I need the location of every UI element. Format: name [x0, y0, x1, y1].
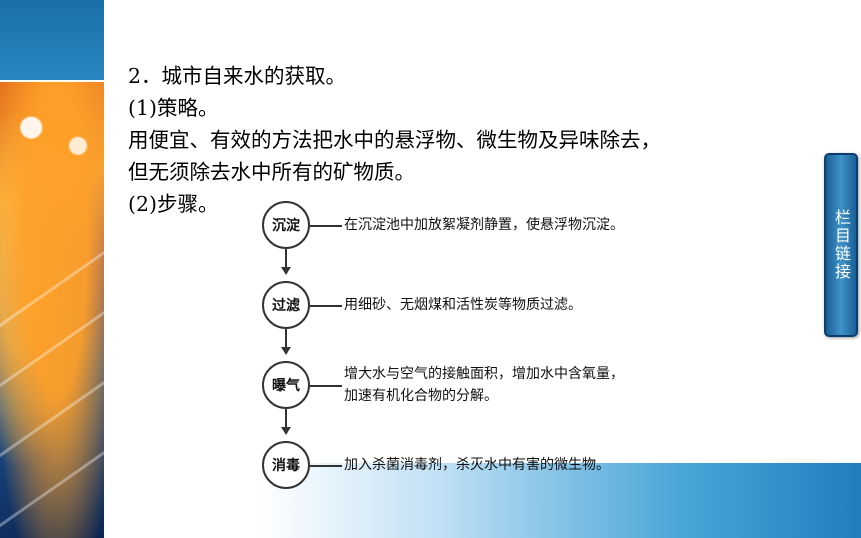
- bottom-decorative-bar: [260, 463, 861, 538]
- left-decoration: [0, 0, 104, 538]
- step-description: 增大水与空气的接触面积，增加水中含氧量， 加速有机化合物的分解。: [344, 363, 624, 407]
- section-steps-title: (2)步骤。: [128, 192, 219, 216]
- step-description-line1: 增大水与空气的接触面积，增加水中含氧量，: [344, 366, 624, 382]
- step-description: 加入杀菌消毒剂，杀灭水中有害的微生物。: [344, 457, 610, 473]
- flow-line: [285, 409, 287, 429]
- connector-line: [310, 385, 342, 387]
- column-link-button[interactable]: 栏目链接: [824, 153, 858, 337]
- main-content: 2．城市自来水的获取。 (1)策略。 用便宜、有效的方法把水中的悬浮物、微生物及…: [128, 60, 818, 220]
- connector-line: [310, 305, 342, 307]
- heading: 2．城市自来水的获取。: [128, 64, 347, 88]
- left-decorative-image: [0, 82, 104, 538]
- step-node-sedimentation: 沉淀: [262, 201, 310, 249]
- step-name: 过滤: [272, 298, 300, 314]
- process-flow-diagram: 沉淀 在沉淀池中加放絮凝剂静置，使悬浮物沉淀。 过滤 用细砂、无烟煤和活性炭等物…: [262, 195, 742, 495]
- step-name: 消毒: [272, 458, 300, 474]
- down-arrow-icon: [281, 427, 291, 435]
- step-description: 在沉淀池中加放絮凝剂静置，使悬浮物沉淀。: [344, 217, 624, 233]
- flow-line: [285, 249, 287, 269]
- step-node-aeration: 曝气: [262, 361, 310, 409]
- step-name: 沉淀: [272, 218, 300, 234]
- step-node-filtration: 过滤: [262, 281, 310, 329]
- column-link-label: 栏目链接: [832, 209, 851, 281]
- down-arrow-icon: [281, 267, 291, 275]
- step-node-disinfection: 消毒: [262, 441, 310, 489]
- section-strategy-title: (1)策略。: [128, 96, 219, 120]
- down-arrow-icon: [281, 347, 291, 355]
- strategy-text-line1: 用便宜、有效的方法把水中的悬浮物、微生物及异味除去，: [128, 128, 661, 152]
- left-top-block: [0, 0, 104, 82]
- connector-line: [310, 225, 342, 227]
- strategy-text-line2: 但无须除去水中所有的矿物质。: [128, 160, 415, 184]
- step-description: 用细砂、无烟煤和活性炭等物质过滤。: [344, 297, 582, 313]
- step-description-line2: 加速有机化合物的分解。: [344, 388, 498, 404]
- step-name: 曝气: [272, 378, 300, 394]
- flow-line: [285, 329, 287, 349]
- connector-line: [310, 465, 342, 467]
